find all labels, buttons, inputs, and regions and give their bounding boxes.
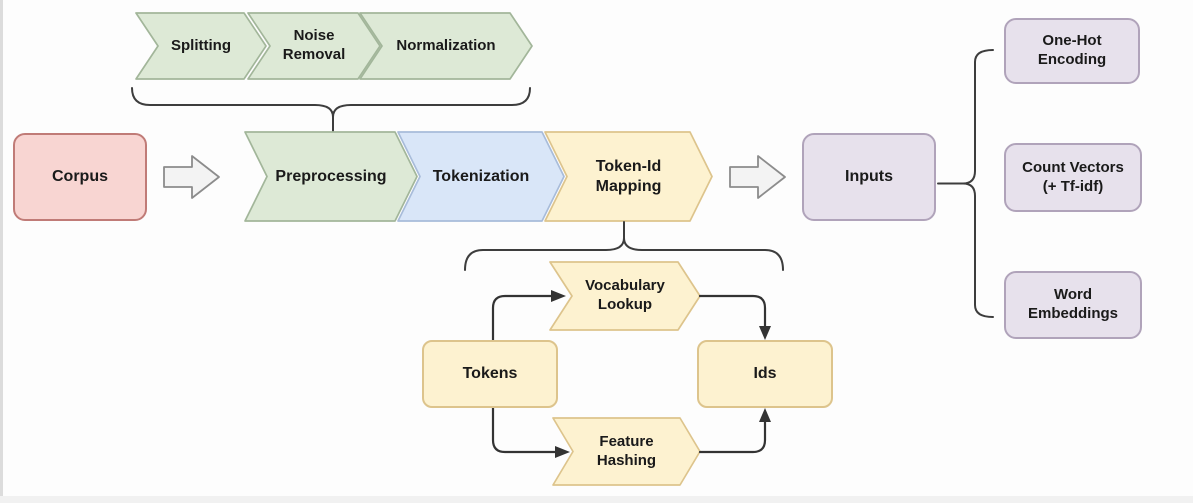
one-hot-encoding-label-text: One-Hot Encoding: [1037, 32, 1107, 68]
word-embeddings-label-text: Word Embeddings: [1027, 286, 1118, 322]
frame-edge-left: [0, 0, 3, 503]
chevron-shape-splitting: [135, 12, 267, 80]
corpus-label-text: Corpus: [52, 168, 108, 185]
arrowhead-into-ids-top: [759, 326, 771, 340]
inputs-brace: [962, 49, 994, 318]
inputs-label-text: Inputs: [845, 168, 893, 185]
arrowhead-into-ids-bottom: [759, 408, 771, 422]
arrowhead-into-feature-hashing: [555, 446, 570, 458]
tokens-label-text: Tokens: [462, 365, 518, 382]
count-vectors-label-text: Count Vectors (+ Tf-idf): [1022, 158, 1124, 195]
flow-arrow-corpus-to-pipeline-icon: [163, 155, 220, 199]
ids-label-text: Ids: [753, 365, 777, 382]
connector-feature-hashing-to-ids: [698, 420, 767, 454]
chevron-shape-vocabulary-lookup: [549, 261, 701, 331]
preprocessing-steps-brace: [131, 87, 531, 118]
frame-edge-bottom: [0, 496, 1193, 503]
one-hot-encoding-node: One-Hot Encoding: [1004, 18, 1140, 84]
tokens-node: Tokens: [422, 340, 558, 408]
inputs-node: Inputs: [802, 133, 936, 221]
chevron-shape-tokenization: [397, 131, 565, 222]
chevron-shape-noise-removal: [247, 12, 381, 80]
connector-vocabulary-lookup-to-ids: [698, 294, 767, 328]
chevron-shape-feature-hashing: [552, 417, 701, 486]
arrowhead-into-vocabulary-lookup: [551, 290, 566, 302]
count-vectors-node: Count Vectors (+ Tf-idf): [1004, 143, 1142, 212]
connector-tokens-to-feature-hashing: [491, 406, 557, 454]
flow-arrow-pipeline-to-inputs-icon: [729, 155, 786, 199]
token-id-detail-brace: [464, 237, 784, 271]
ids-node: Ids: [697, 340, 833, 408]
chevron-shape-preprocessing: [244, 131, 418, 222]
chevron-shape-normalization: [359, 12, 533, 80]
word-embeddings-node: Word Embeddings: [1004, 271, 1142, 339]
connector-tokens-to-vocabulary-lookup: [491, 294, 553, 342]
corpus-node: Corpus: [13, 133, 147, 221]
chevron-shape-token-id-mapping: [544, 131, 713, 222]
